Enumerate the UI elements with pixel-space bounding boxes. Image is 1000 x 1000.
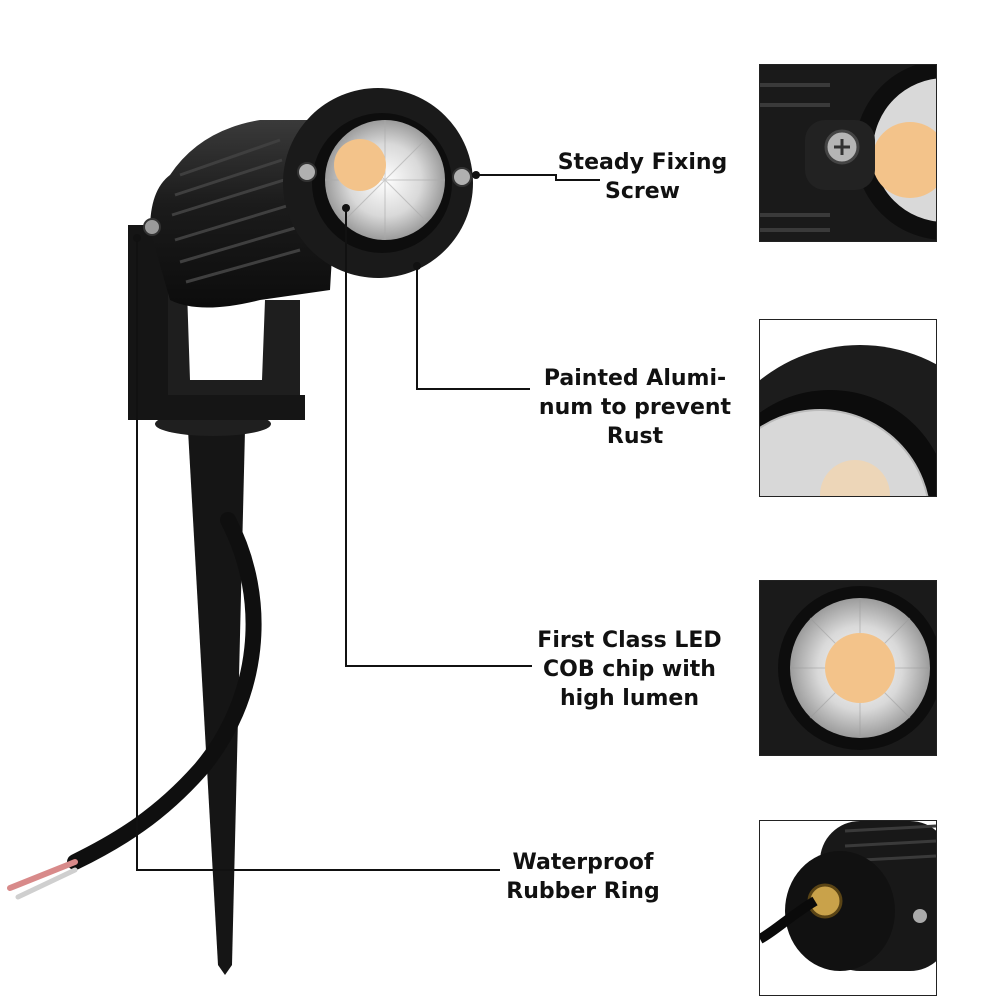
leader-aluminum [416, 266, 530, 390]
front-screw-left-icon [297, 162, 317, 182]
power-cable [67, 512, 262, 870]
callout-rubber-ring: Waterproof Rubber Ring [506, 850, 660, 904]
front-screw-right-icon [452, 167, 472, 187]
thumbnail-aluminum [759, 319, 937, 497]
thumbnail-rubber-ring [759, 820, 937, 996]
ground-spike [188, 430, 245, 975]
callout-aluminum: Painted Alumi- num to prevent Rust [538, 366, 732, 449]
thumbnail-fixing-screw [759, 64, 937, 242]
leader-rubber-ring [136, 238, 500, 871]
led-chip-icon [334, 139, 386, 191]
thumbnail-led-chip [759, 580, 937, 756]
callout-led-chip: First Class LED COB chip with high lumen [537, 628, 722, 711]
side-screw-icon [143, 218, 161, 236]
leader-fixing-screw [476, 174, 600, 181]
callout-fixing-screw: Steady Fixing Screw [557, 150, 728, 204]
leader-led-chip [345, 208, 532, 667]
